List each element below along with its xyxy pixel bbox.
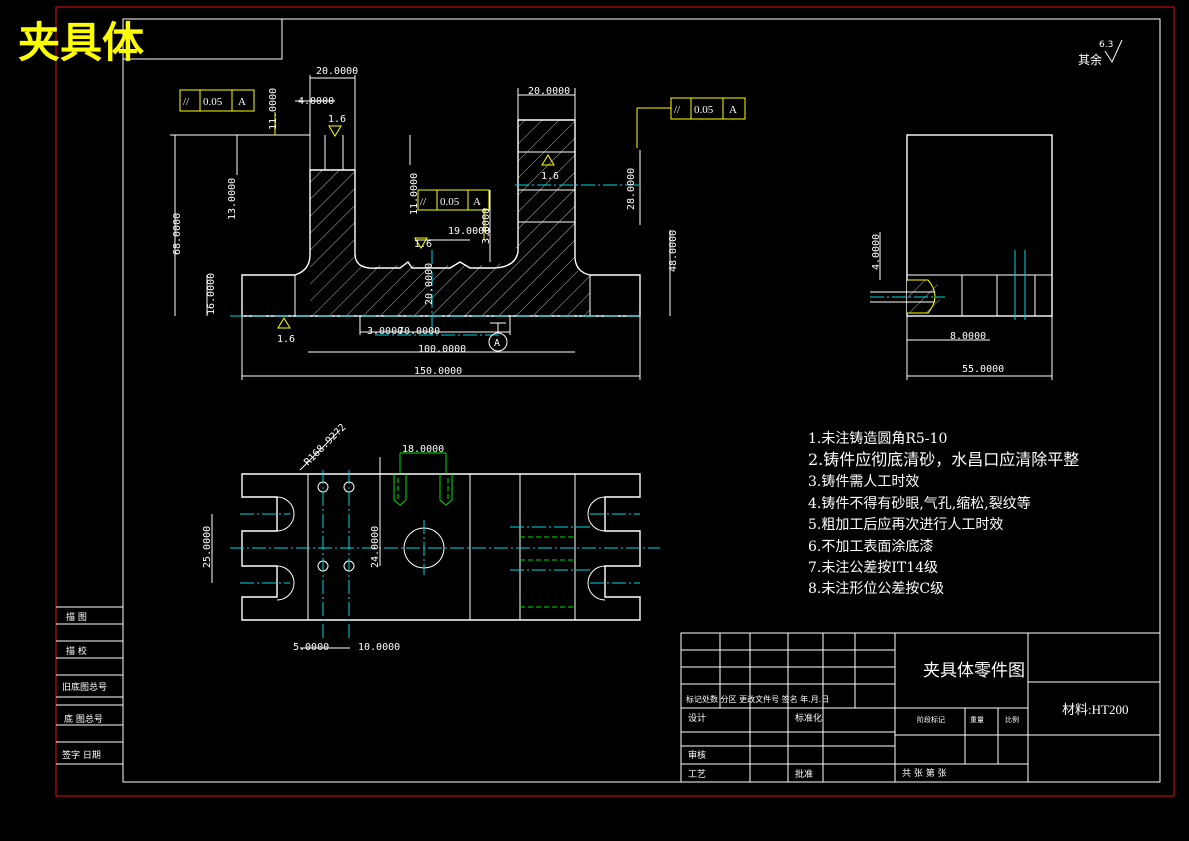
dim-100: 100.0000 (418, 344, 466, 355)
roughness-value: 6.3 (1099, 40, 1113, 50)
strip-label-4: 底 图总号 (64, 713, 103, 725)
strip-label-2: 描 校 (66, 645, 87, 657)
note-2: 2.铸件应彻底清砂，水昌口应清除平整 (808, 450, 1079, 469)
tb-stage: 阶段标记 (917, 715, 945, 724)
top-view: R168.92?2 18.0000 25.0000 24.0000 5.0000… (202, 422, 660, 653)
top-dim-chamfer: R168.92?2 (302, 422, 348, 468)
dim-4: 4.0000 (298, 96, 334, 107)
dim-28: 28.0000 (626, 168, 637, 210)
tol-datum: A (473, 196, 481, 208)
revision-row: 标记处数 分区 更改文件号 签名 年.月.日 (686, 694, 829, 704)
dim-150: 150.0000 (414, 366, 462, 377)
dim-68: 68.0000 (172, 213, 183, 255)
note-1: 1.未注铸造圆角R5-10 (808, 431, 947, 447)
technical-notes: 1.未注铸造圆角R5-10 2.铸件应彻底清砂，水昌口应清除平整 3.铸件需人工… (808, 431, 1079, 597)
note-8: 8.未注形位公差按C级 (808, 581, 944, 597)
tolerance-frame-1: // 0.05 A (179, 89, 255, 112)
dim-20-inner: 20.0000 (424, 263, 435, 305)
top-dim-5: 5.0000 (293, 642, 329, 653)
svg-text:1.6: 1.6 (277, 334, 295, 345)
dim-3-bottom: 3.0000 (367, 326, 403, 337)
roughness-label: 其余 (1078, 52, 1102, 67)
tb-sheets: 共 张 第 张 (902, 767, 947, 779)
tb-design: 设计 (688, 712, 706, 724)
dim-19: 19.0000 (448, 226, 490, 237)
dim-3: 3.0000 (481, 208, 492, 244)
front-view: // 0.05 A // 0.05 A // 0.05 A 1.6 1.6 (170, 66, 746, 380)
material: 材料:HT200 (1062, 702, 1128, 717)
header-box (122, 18, 283, 60)
tb-scale: 比例 (1005, 715, 1019, 724)
tb-review: 审核 (688, 749, 706, 761)
strip-label-1: 描 图 (66, 611, 87, 623)
side-view: 4.0000 8.0000 55.0000 (870, 134, 1053, 380)
tol-symbol: // (674, 104, 681, 116)
dim-13: 13.0000 (227, 178, 238, 220)
tol-value: 0.05 (440, 196, 460, 208)
top-dim-24: 24.0000 (370, 526, 381, 568)
tol-value: 0.05 (203, 96, 223, 108)
roughness-marks: 1.6 1.6 1.6 1.6 (277, 114, 559, 345)
left-strip: 描 图 描 校 旧底图总号 底 图总号 签字 日期 (56, 611, 123, 765)
tol-symbol: // (183, 96, 190, 108)
title-block: 夹具体零件图 材料:HT200 标记处数 分区 更改文件号 签名 年.月.日 设… (680, 632, 1161, 783)
tolerance-frame-3: // 0.05 A (417, 189, 490, 211)
dim-11b: 11.0000 (409, 173, 420, 215)
side-dim-55: 55.0000 (962, 364, 1004, 375)
tb-approve: 批准 (795, 768, 813, 780)
strip-label-5: 签字 日期 (62, 749, 101, 761)
top-dim-25: 25.0000 (202, 526, 213, 568)
top-dim-10: 10.0000 (358, 642, 400, 653)
inner-frame (122, 18, 1161, 783)
header-title: 夹具体 (18, 18, 144, 67)
tolerance-frame-2: // 0.05 A (670, 97, 746, 120)
dim-20-left: 20.0000 (316, 66, 358, 77)
strip-label-3: 旧底图总号 (62, 681, 107, 693)
dim-11a: 11.0000 (268, 88, 279, 130)
tb-standardize: 标准化 (795, 712, 822, 724)
note-7: 7.未注公差按IT14级 (808, 560, 938, 576)
side-dim-4: 4.0000 (871, 234, 882, 270)
svg-text:A: A (494, 338, 500, 349)
tol-datum: A (238, 96, 246, 108)
svg-text:1.6: 1.6 (414, 239, 432, 250)
dim-70: 70.0000 (398, 326, 440, 337)
side-dim-8: 8.0000 (950, 331, 986, 342)
roughness-default: 其余 6.3 (1078, 39, 1123, 67)
svg-text:1.6: 1.6 (328, 114, 346, 125)
note-3: 3.铸件需人工时效 (808, 474, 919, 490)
svg-text:1.6: 1.6 (541, 171, 559, 182)
tol-datum: A (729, 104, 737, 116)
tb-weight: 重量 (970, 716, 984, 724)
tb-process: 工艺 (688, 769, 706, 780)
datum-a: A (488, 322, 508, 352)
dim-20-right: 20.0000 (528, 86, 570, 97)
outer-border (55, 6, 1175, 797)
tol-value: 0.05 (694, 104, 714, 116)
note-4: 4.铸件不得有砂眼,气孔,缩松,裂纹等 (808, 495, 1031, 512)
note-5: 5.粗加工后应再次进行人工时效 (808, 516, 1003, 533)
top-dim-18: 18.0000 (402, 444, 444, 455)
tol-symbol: // (420, 196, 427, 208)
dim-16: 16.0000 (206, 273, 217, 315)
note-6: 6.不加工表面涂底漆 (808, 539, 933, 555)
dim-48: 48.0000 (668, 230, 679, 272)
part-name: 夹具体零件图 (923, 661, 1025, 680)
